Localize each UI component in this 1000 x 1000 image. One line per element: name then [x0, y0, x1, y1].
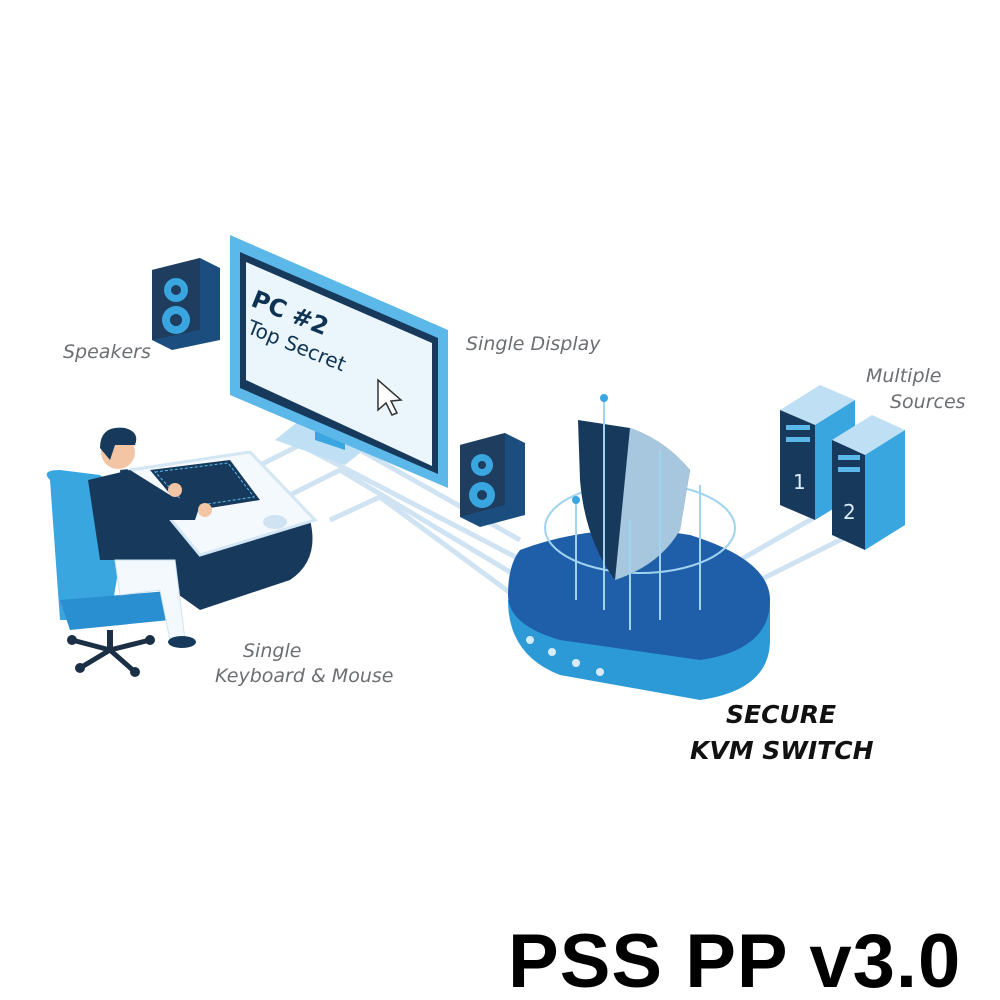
kvm-label-1: SECURE	[726, 700, 837, 729]
server-1-label: 1	[793, 470, 806, 494]
multiple-sources-label-2: Sources	[890, 391, 966, 413]
server-2-label: 2	[843, 500, 856, 524]
kvm-label-2: KVM SWITCH	[690, 736, 874, 765]
kvm-switch-icon	[508, 394, 770, 700]
speakers-label: Speakers	[63, 341, 151, 363]
cursor-icon	[377, 378, 403, 416]
keyboard-mouse-label-1: Single	[243, 640, 302, 662]
multiple-sources-label-1: Multiple	[866, 365, 942, 387]
speaker-left-icon	[152, 258, 220, 350]
user-at-desk-icon	[46, 427, 212, 677]
mouse-icon	[263, 515, 287, 529]
single-display-label: Single Display	[466, 333, 601, 355]
server-2-icon	[832, 415, 905, 550]
keyboard-mouse-label-2: Keyboard & Mouse	[215, 665, 394, 687]
footer-title: PSS PP v3.0	[508, 919, 962, 1000]
speaker-right-icon	[460, 433, 525, 527]
monitor-icon	[230, 235, 448, 488]
